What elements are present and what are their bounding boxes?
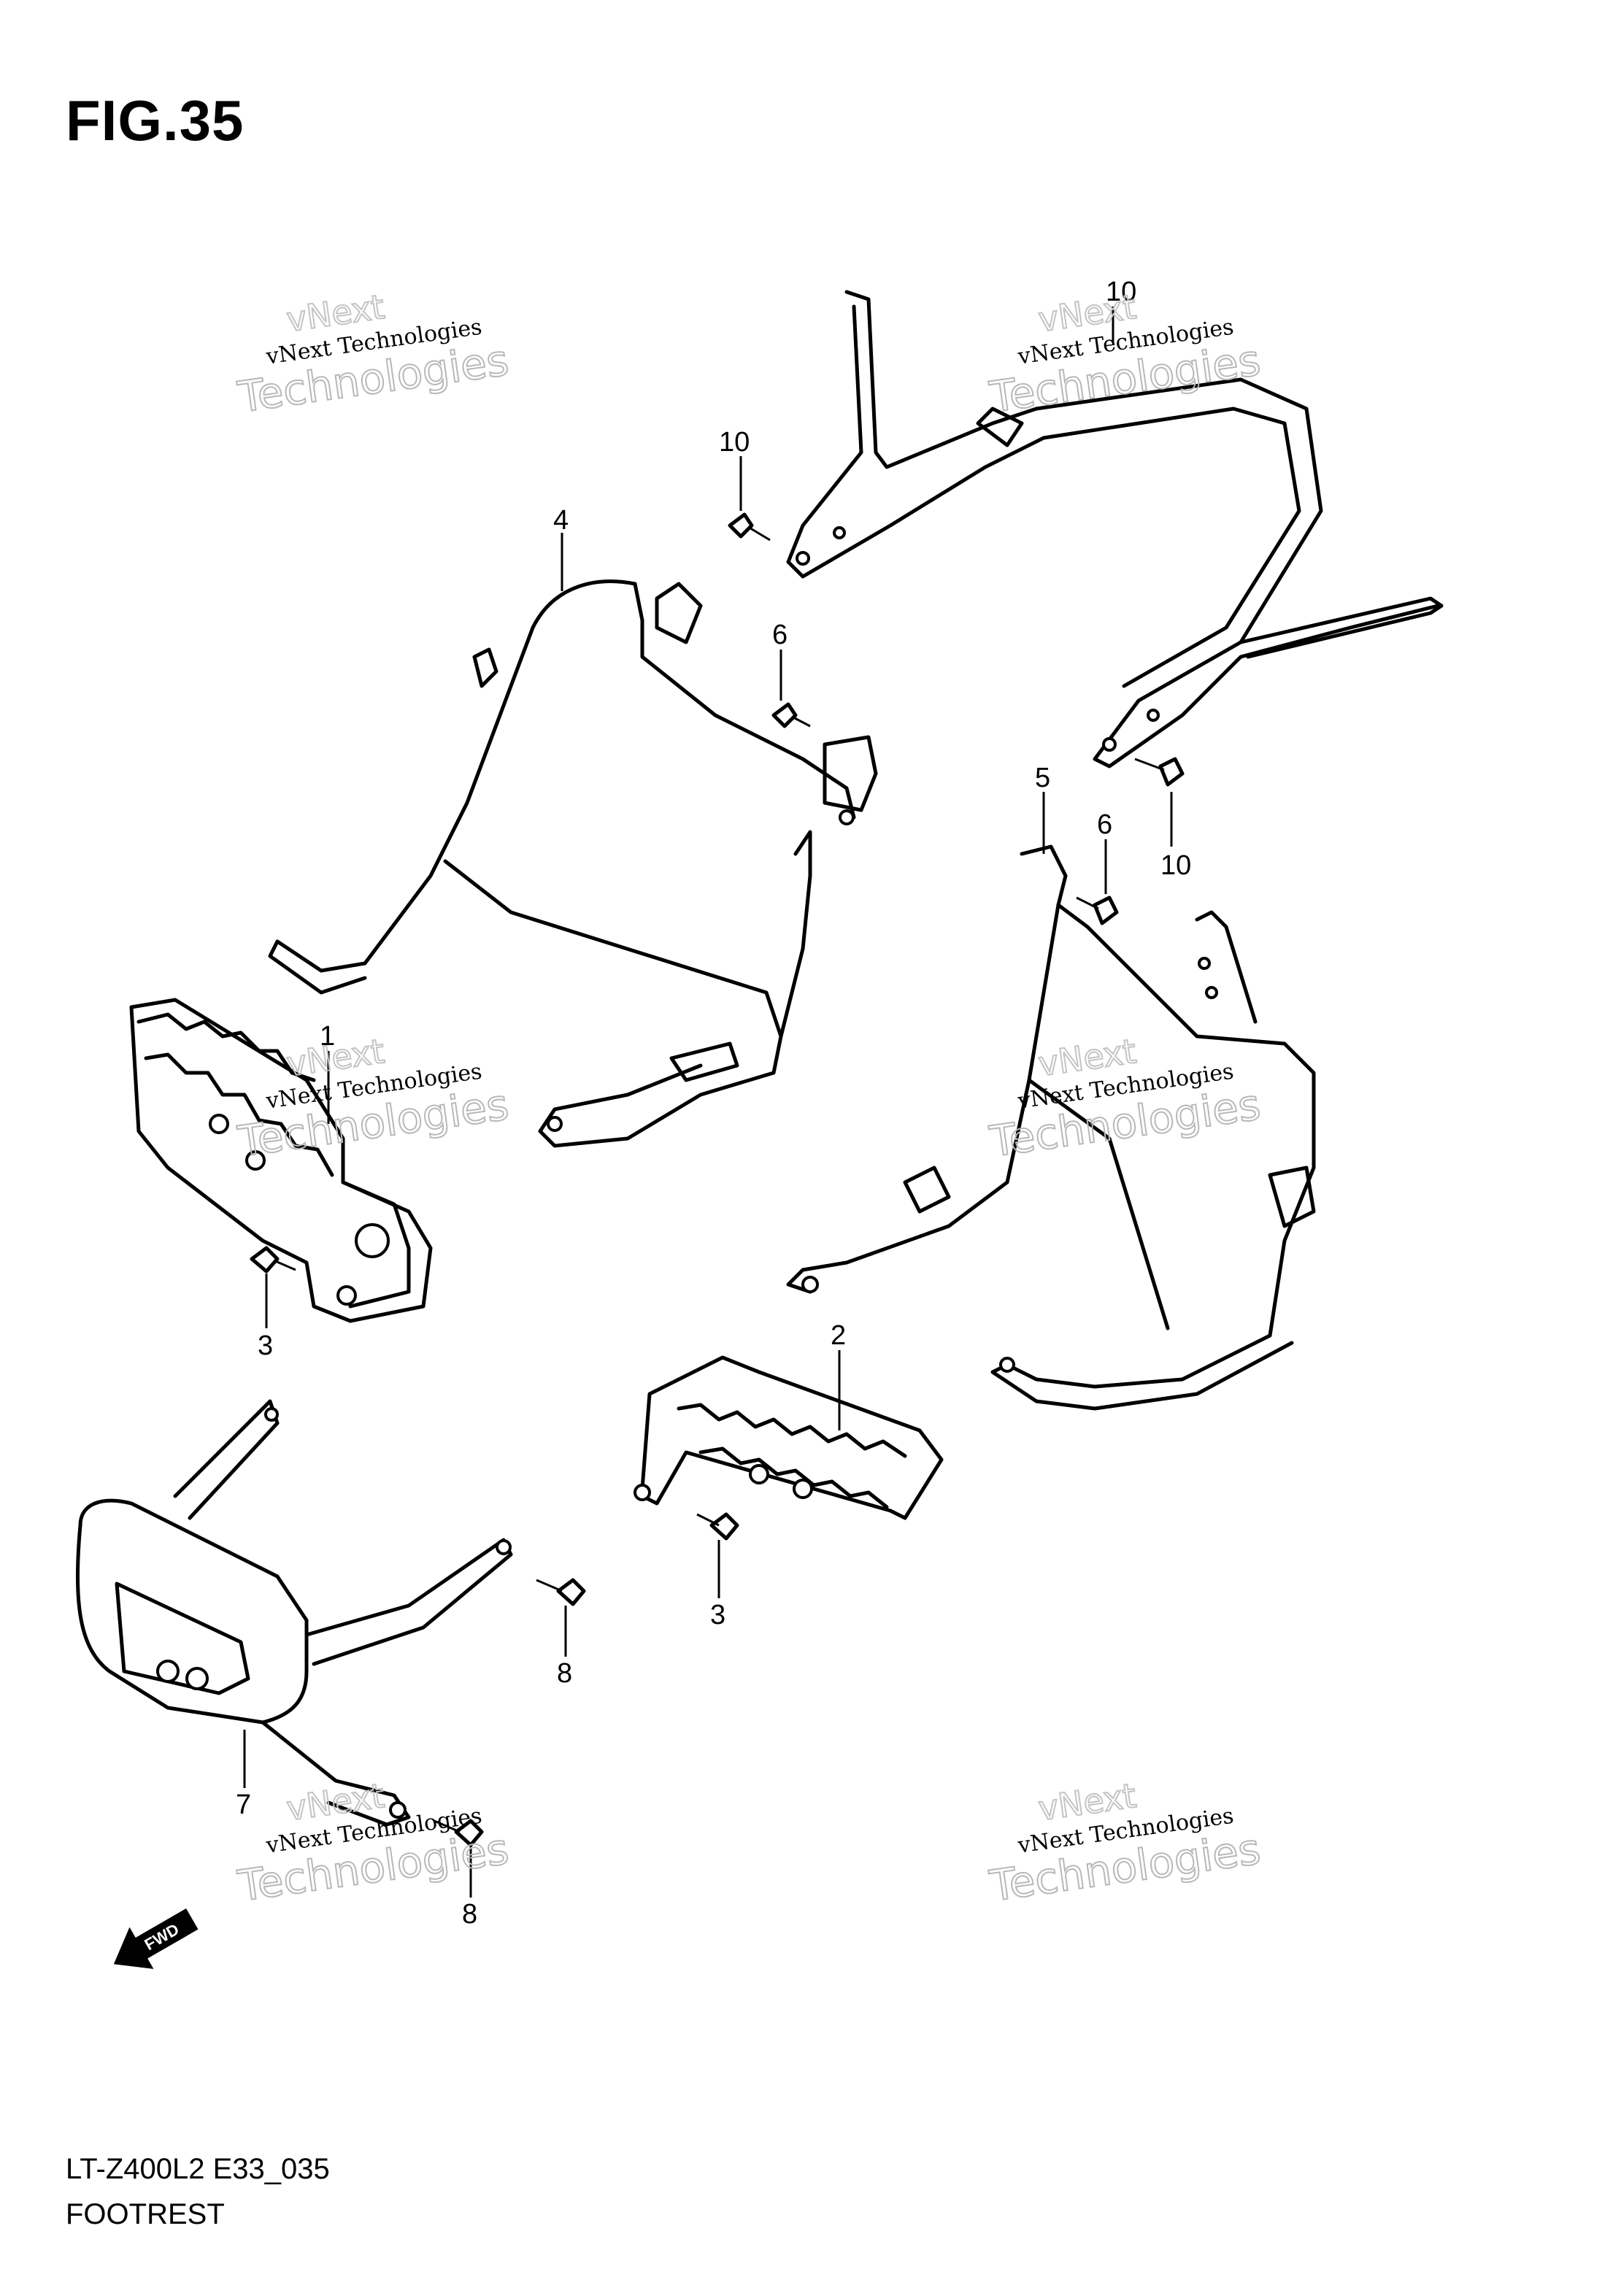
callout-1: 1	[320, 1021, 335, 1052]
leader-lines	[243, 307, 1173, 1898]
callout-3-left: 3	[258, 1330, 273, 1361]
part-7-front-guard	[75, 1399, 513, 1827]
bolt-3-right	[696, 1512, 739, 1541]
callout-8-upper: 8	[557, 1658, 572, 1689]
bolt-3-left	[250, 1246, 296, 1274]
callout-numbers: 10 10 4 6 10 5 6 1 2 3 3 8 7 8	[236, 277, 1191, 1930]
bolt-8-upper	[536, 1578, 586, 1606]
callout-8-lower: 8	[462, 1899, 477, 1930]
watermark-mid-right: vNext vNext Technologies Technologies	[986, 1030, 1264, 1167]
callout-5: 5	[1035, 763, 1050, 793]
watermark-top-right: vNext vNext Technologies Technologies	[986, 286, 1264, 423]
watermark-bottom-left: vNext vNext Technologies Technologies	[234, 1775, 512, 1911]
part-2-right-footpeg	[634, 1355, 944, 1520]
part-4-left-frame	[268, 579, 878, 1148]
callout-4: 4	[553, 505, 569, 536]
drawing-code: LT-Z400L2 E33_035	[66, 2153, 330, 2185]
figure-title: FIG.35	[66, 88, 245, 153]
callout-10-lower: 10	[1160, 850, 1191, 881]
section-name: FOOTREST	[66, 2198, 225, 2230]
bolt-10-lower	[1134, 757, 1185, 787]
watermark-bottom-right: vNext vNext Technologies Technologies	[986, 1775, 1264, 1911]
callout-3-right: 3	[710, 1600, 725, 1630]
forward-direction-arrow: FWD	[113, 1908, 199, 1969]
callout-6-upper: 6	[772, 620, 788, 650]
callout-9: 10	[1106, 277, 1136, 307]
callout-6-lower: 6	[1097, 809, 1112, 840]
bolt-10-upper	[728, 512, 771, 542]
part-5-right-frame	[786, 844, 1316, 1411]
part-9-upper-bracket	[786, 290, 1444, 768]
callout-2: 2	[831, 1320, 846, 1351]
callout-7: 7	[236, 1790, 251, 1820]
watermark-top-left: vNext vNext Technologies Technologies	[234, 286, 512, 423]
part-1-left-footpeg	[129, 998, 433, 1323]
bolt-6-upper	[771, 702, 811, 728]
bolt-6-lower	[1076, 895, 1119, 925]
bolt-8-lower	[434, 1819, 484, 1847]
watermark-mid-left: vNext vNext Technologies Technologies	[234, 1030, 512, 1167]
callout-10-upper: 10	[719, 427, 750, 458]
